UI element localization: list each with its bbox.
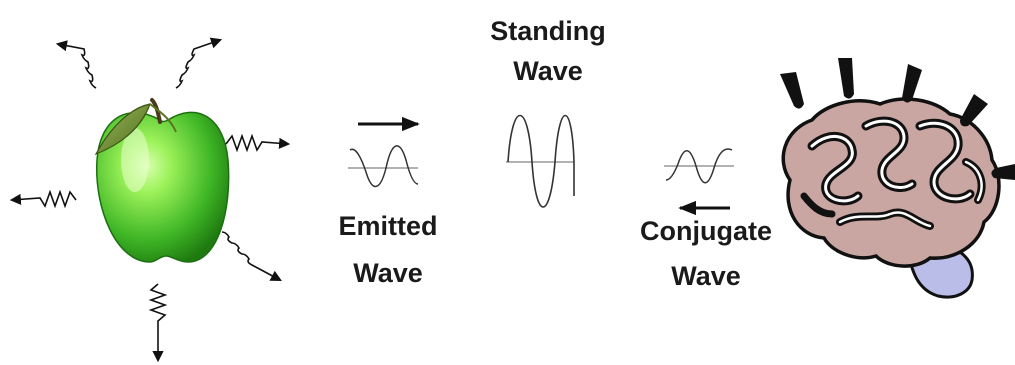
thought-ray-2: [838, 58, 854, 99]
emitted-wave-curve: [349, 145, 419, 188]
brain-folds: [800, 116, 986, 230]
thought-ray-3: [902, 64, 922, 103]
emitted-wave-graphic: [348, 116, 420, 188]
apple-leaf: [94, 103, 151, 156]
emitted-wave-label-line1: Emitted: [338, 211, 437, 241]
thought-ray-1: [780, 72, 804, 109]
apple-icon: [94, 98, 230, 263]
squiggle-arrow-down: [148, 283, 168, 363]
apple-leaf-vein: [149, 103, 177, 133]
emitted-wave-label-line2: Wave: [353, 258, 423, 288]
standing-wave-label-line2: Wave: [513, 56, 583, 86]
emitted-squiggle-arrows: [9, 37, 291, 363]
thought-ray-4: [960, 94, 988, 127]
standing-wave-graphic: [506, 114, 575, 208]
brain-icon: [780, 58, 1015, 299]
thought-ray-5: [991, 164, 1015, 180]
apple-highlight: [121, 128, 149, 192]
standing-wave-curve: [507, 114, 575, 208]
conjugate-wave-graphic: [664, 148, 734, 216]
conjugate-wave-label-line1: Conjugate: [640, 216, 772, 246]
standing-wave-label-line1: Standing: [490, 16, 606, 46]
conjugate-wave-curve: [665, 148, 733, 184]
squiggle-arrow-left: [9, 189, 77, 209]
squiggle-arrow-right: [225, 133, 291, 153]
squiggle-arrow-up-right: [175, 37, 223, 89]
squiggle-arrow-up-left: [55, 40, 97, 89]
squiggle-arrow-down-right: [221, 231, 282, 282]
conjugate-wave-label-line2: Wave: [671, 261, 741, 291]
thought-ray-marks: [780, 58, 1015, 180]
